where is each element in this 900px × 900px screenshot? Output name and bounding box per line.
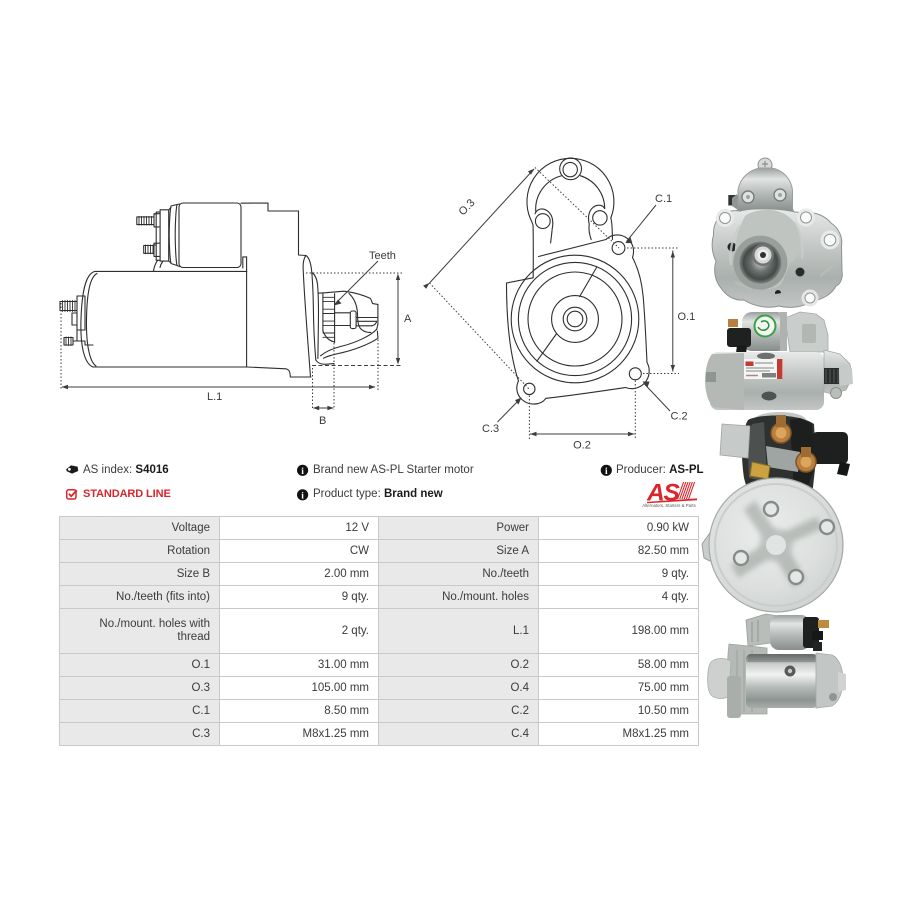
svg-text:A: A <box>404 313 412 325</box>
svg-text:Alternators, Starters & Parts: Alternators, Starters & Parts <box>642 503 696 508</box>
svg-text:i: i <box>301 492 304 502</box>
svg-text:C.3: C.3 <box>482 423 499 435</box>
svg-text:i: i <box>301 467 304 477</box>
svg-text:Teeth: Teeth <box>369 250 396 262</box>
svg-text:O.2: O.2 <box>573 440 591 452</box>
svg-text:C.1: C.1 <box>655 193 672 205</box>
svg-text:L.1: L.1 <box>207 391 222 403</box>
svg-text:O.3: O.3 <box>457 197 478 218</box>
svg-text:i: i <box>605 467 608 477</box>
svg-text:O.1: O.1 <box>678 311 696 323</box>
svg-text:B: B <box>319 415 326 427</box>
svg-text:C.2: C.2 <box>671 411 688 423</box>
